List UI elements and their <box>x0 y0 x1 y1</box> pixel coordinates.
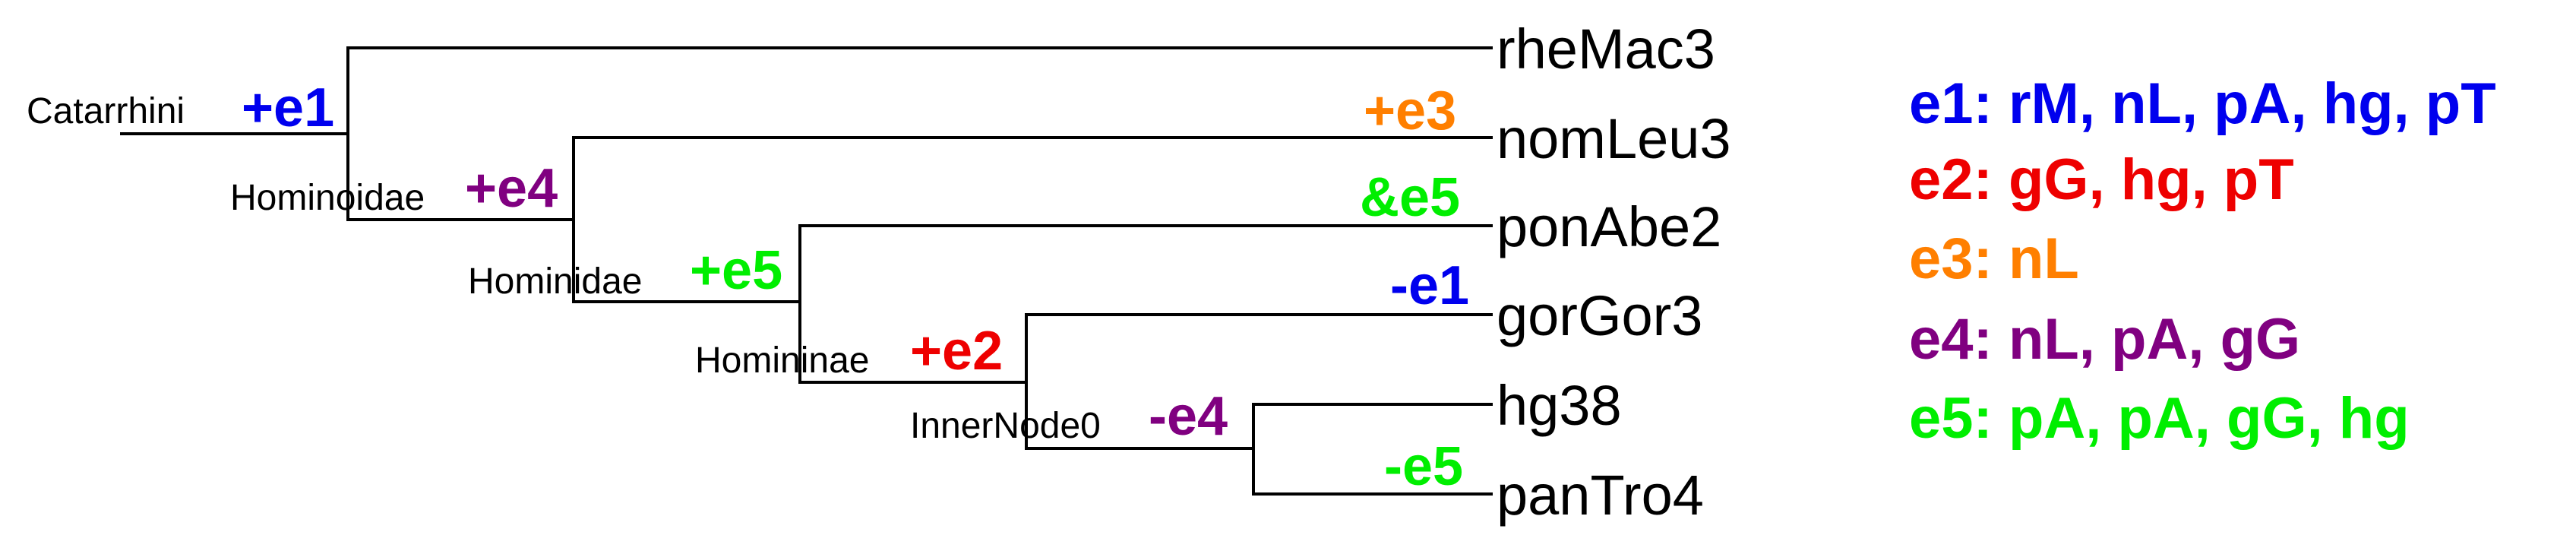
leaf-label: ponAbe2 <box>1497 195 1721 258</box>
event-label: -e5 <box>1384 436 1463 497</box>
event-label: -e4 <box>1149 386 1228 447</box>
event-label: +e5 <box>690 240 782 301</box>
legend-entry: e4: nL, pA, gG <box>1909 307 2300 372</box>
tree-edges <box>120 46 1493 496</box>
leaf-label: gorGor3 <box>1497 284 1702 347</box>
event-label: +e3 <box>1364 81 1456 141</box>
event-label: +e2 <box>910 321 1003 382</box>
event-label: +e4 <box>465 158 558 219</box>
node-label: Homininae <box>695 340 869 381</box>
node-label: InnerNode0 <box>910 406 1101 446</box>
node-label: Hominoidae <box>230 178 425 218</box>
leaf-labels: rheMac3 nomLeu3 ponAbe2 gorGor3 hg38 pan… <box>1497 17 1731 527</box>
event-label: &e5 <box>1360 167 1460 228</box>
leaf-label: hg38 <box>1497 374 1622 437</box>
node-label: Catarrhini <box>27 91 185 131</box>
event-label: +e1 <box>242 78 334 138</box>
event-legend: e1: rM, nL, pA, hg, pT e2: gG, hg, pT e3… <box>1909 71 2496 451</box>
legend-entry: e1: rM, nL, pA, hg, pT <box>1909 71 2496 136</box>
internal-node-labels: Catarrhini Hominoidae Hominidae Hominina… <box>27 91 1101 446</box>
legend-entry: e2: gG, hg, pT <box>1909 147 2294 212</box>
event-labels: +e1 +e4 +e5 +e2 -e4 +e3 &e5 -e1 -e5 <box>242 78 1469 497</box>
legend-entry: e5: pA, pA, gG, hg <box>1909 386 2410 451</box>
legend-entry: e3: nL <box>1909 226 2079 291</box>
node-label: Hominidae <box>468 261 642 302</box>
leaf-label: nomLeu3 <box>1497 107 1731 170</box>
leaf-label: panTro4 <box>1497 464 1704 527</box>
event-label: -e1 <box>1390 255 1469 316</box>
leaf-label: rheMac3 <box>1497 17 1715 81</box>
